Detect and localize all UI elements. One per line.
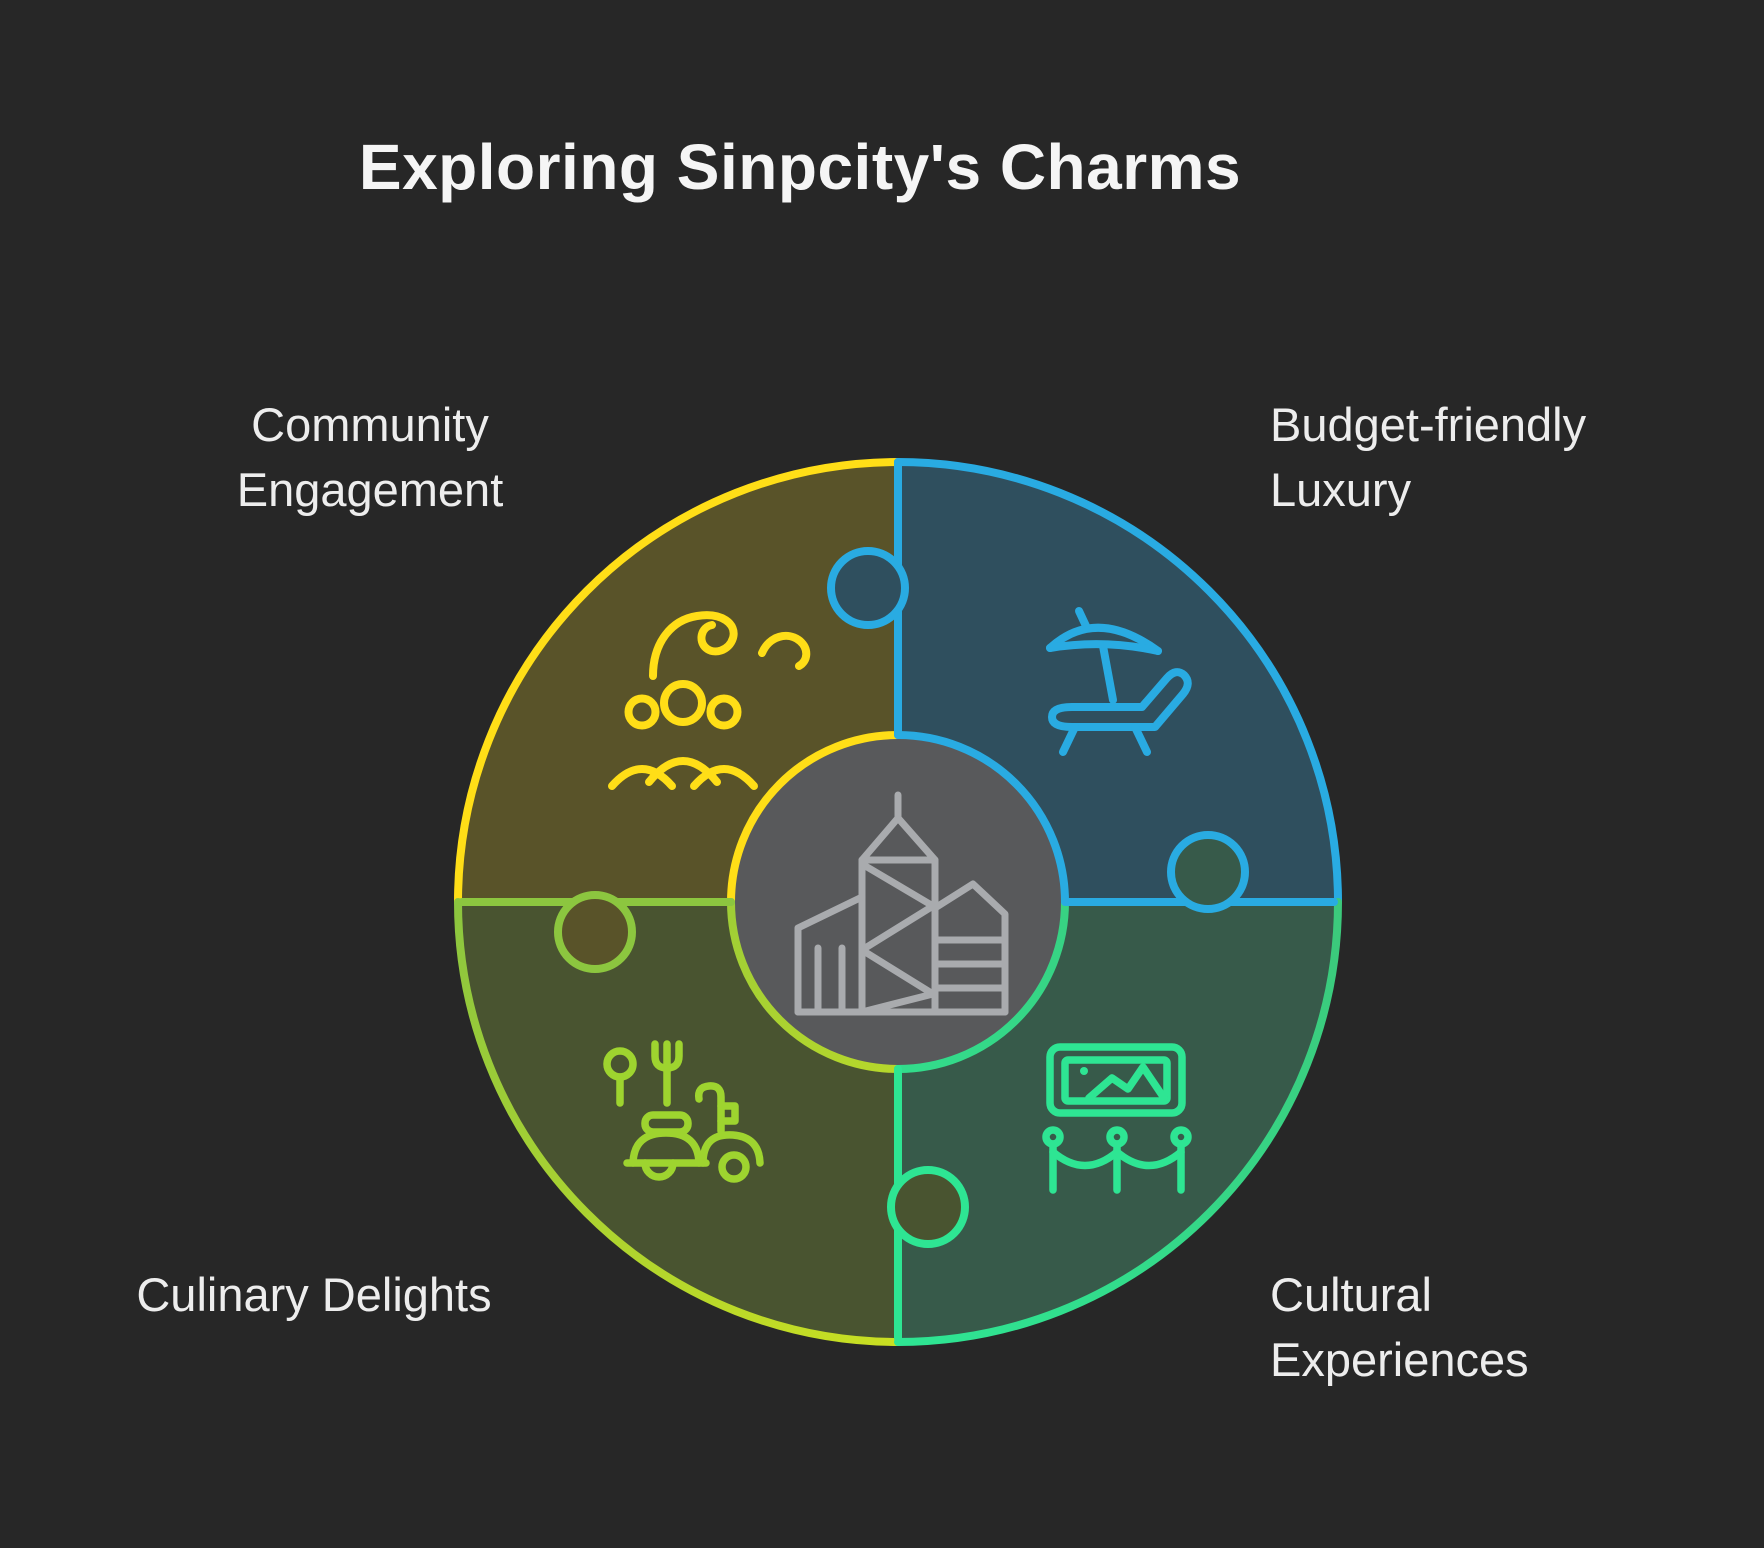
arc-budget <box>894 458 1342 906</box>
art-gallery-icon <box>1042 1043 1192 1194</box>
label-budget-friendly-luxury: Budget-friendly Luxury <box>1270 398 1587 516</box>
label-community-engagement: Community Engagement <box>236 398 504 516</box>
arc-community <box>454 458 902 906</box>
ring-culinary <box>727 898 902 1073</box>
knob-outline-bottom <box>887 1166 969 1248</box>
knob-outline-right <box>1167 831 1249 913</box>
knob-lime-into-green <box>891 1170 965 1244</box>
ring-cultural <box>894 898 1069 1073</box>
label-culinary-delights: Culinary Delights <box>136 1268 492 1321</box>
knob-green-into-blue <box>1171 835 1245 909</box>
ring-community <box>727 731 902 906</box>
city-skyline-icon <box>794 791 1009 1016</box>
community-hand-people-icon <box>608 611 811 790</box>
puzzle-outlines <box>454 458 1342 1346</box>
ring-budget <box>894 731 1069 906</box>
arc-culinary <box>454 898 902 1346</box>
knob-outline-left <box>554 891 636 973</box>
page-title: Exploring Sinpcity's Charms <box>358 131 1242 203</box>
food-delivery-scooter-icon <box>603 1040 764 1183</box>
beach-lounger-umbrella-icon <box>1046 607 1192 756</box>
label-cultural-experiences: Cultural Experiences <box>1270 1268 1529 1386</box>
arc-cultural <box>894 898 1342 1346</box>
knob-outline-top <box>827 547 909 629</box>
knob-blue-into-yellow <box>831 551 905 625</box>
knob-yellow-into-lime <box>558 895 632 969</box>
